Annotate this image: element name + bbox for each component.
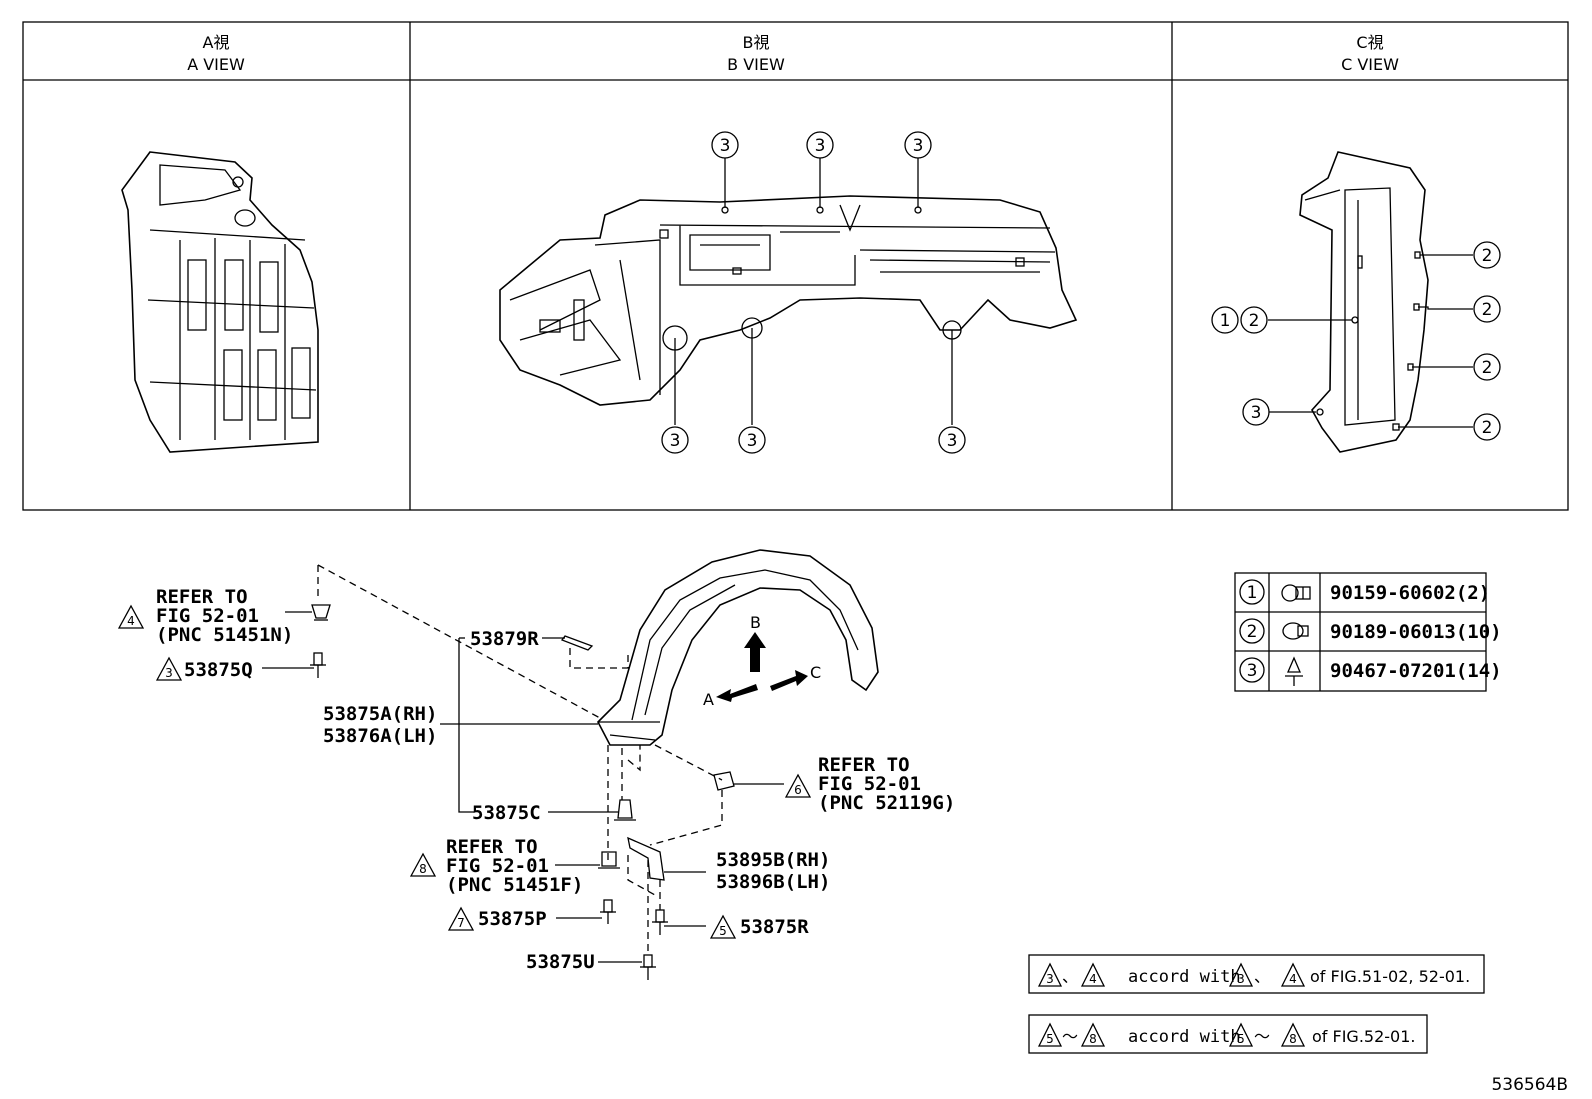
- bracket-icon: [560, 635, 594, 651]
- tri-number: 7: [457, 916, 465, 930]
- b-view-title-jp: B視: [743, 33, 770, 52]
- callout: 2: [1482, 418, 1493, 438]
- part-53875R: 53875R: [740, 916, 809, 938]
- part-53879R: 53879R: [470, 628, 539, 650]
- note-sep: ～: [1062, 1027, 1078, 1046]
- note-sep: 、: [1062, 967, 1078, 986]
- refer-4-line2: FIG 52-01: [156, 605, 259, 627]
- screw-icon: [600, 899, 616, 924]
- tri-number: 8: [1289, 1032, 1297, 1046]
- a-view-title-en: A VIEW: [187, 55, 245, 74]
- callout: 1: [1220, 311, 1231, 331]
- nut-icon: [713, 771, 735, 791]
- callout: 3: [815, 136, 826, 156]
- screw-icon: [310, 652, 326, 678]
- part-53875P: 53875P: [478, 908, 547, 930]
- arrow-a-label: A: [703, 690, 714, 709]
- clip-icon: [598, 851, 620, 869]
- callout: 2: [1482, 358, 1493, 378]
- a-view-title-jp: A視: [203, 33, 230, 52]
- note-sep: ～: [1254, 1027, 1270, 1046]
- note-tail: of FIG.52-01.: [1312, 1027, 1416, 1046]
- callout: 3: [913, 136, 924, 156]
- note-text: accord with: [1128, 1027, 1241, 1047]
- leader-lines: [262, 611, 784, 963]
- callout: 3: [747, 431, 758, 451]
- arrow-c-label: C: [810, 663, 821, 682]
- callout: 3: [1251, 403, 1262, 423]
- note-text: accord with: [1128, 967, 1241, 987]
- part-53895B: 53895B(RH): [716, 849, 830, 871]
- screw-icon: [652, 909, 668, 935]
- table-part-no: 90159-60602(2): [1330, 582, 1490, 604]
- part-53875U: 53875U: [526, 951, 595, 973]
- tri-number: 4: [127, 614, 135, 628]
- refer-6-line3: (PNC 52119G): [818, 792, 955, 814]
- callout: 3: [947, 431, 958, 451]
- c-view-callouts: 2 2 1 2 2 3 2: [1211, 241, 1501, 441]
- b-view-part-drawing: [499, 195, 1078, 406]
- view-frames: [22, 21, 1569, 511]
- refer-8-line3: (PNC 51451F): [446, 874, 583, 896]
- tri-number: 4: [1289, 972, 1297, 986]
- b-view-title-en: B VIEW: [727, 55, 785, 74]
- refer-4-line1: REFER TO: [156, 586, 248, 608]
- tri-number: 4: [1089, 972, 1097, 986]
- reference-triangles: 4 3 6 8 7 5: [117, 604, 812, 939]
- tri-number: 8: [419, 862, 427, 876]
- refer-6-line1: REFER TO: [818, 754, 910, 776]
- figure-id: 536564B: [1491, 1075, 1568, 1095]
- part-53875A: 53875A(RH): [323, 703, 437, 725]
- tri-number: 3: [1237, 972, 1245, 986]
- a-view-part-drawing: [121, 151, 319, 453]
- callout: 2: [1482, 300, 1493, 320]
- callout: 3: [670, 431, 681, 451]
- tri-number: 3: [165, 666, 173, 680]
- bolt-icon: [1281, 584, 1311, 602]
- refer-6-line2: FIG 52-01: [818, 773, 921, 795]
- callout: 2: [1482, 246, 1493, 266]
- table-part-no: 90189-06013(10): [1330, 621, 1502, 643]
- clip-icon: [311, 604, 331, 621]
- c-view-title-en: C VIEW: [1341, 55, 1399, 74]
- note-tail: of FIG.51-02, 52-01.: [1310, 967, 1470, 986]
- screw-icon: [640, 954, 656, 980]
- table-ref: 2: [1247, 622, 1258, 642]
- tri-number: 6: [794, 783, 802, 797]
- clip-icon: [614, 799, 636, 821]
- direction-arrows: B C A: [703, 613, 821, 709]
- tri-number: 5: [719, 924, 727, 938]
- refer-4-line3: (PNC 51451N): [156, 624, 293, 646]
- fastener-symbols: [310, 604, 735, 980]
- note-1: 3 、 4 accord with 3 、 4 of FIG.51-02, 52…: [1028, 954, 1485, 994]
- tri-number: 5: [1237, 1032, 1245, 1046]
- refer-8-line2: FIG 52-01: [446, 855, 549, 877]
- callout: 2: [1249, 311, 1260, 331]
- c-view-part-drawing: [1299, 151, 1429, 453]
- b-view-callouts: 3 3 3 3 3 3: [661, 131, 966, 454]
- callout: 3: [720, 136, 731, 156]
- tri-number: 5: [1046, 1032, 1054, 1046]
- c-view-title-jp: C視: [1356, 33, 1383, 52]
- fastener-table: 1 2 3 90159-60602(2) 90189-06013(10) 904…: [1234, 572, 1502, 692]
- part-53875C: 53875C: [472, 802, 541, 824]
- note-2: 5 ～ 8 accord with 5 ～ 8 of FIG.52-01.: [1028, 1014, 1428, 1054]
- bracket-icon: [627, 836, 665, 881]
- table-ref: 1: [1247, 583, 1258, 603]
- nut-icon: [1282, 622, 1309, 640]
- part-labels: REFER TO FIG 52-01 (PNC 51451N) 53875Q 5…: [156, 586, 955, 973]
- tri-number: 3: [1046, 972, 1054, 986]
- note-sep: 、: [1254, 967, 1270, 986]
- table-ref: 3: [1247, 661, 1258, 681]
- arrow-b-label: B: [750, 613, 761, 632]
- tri-number: 8: [1089, 1032, 1097, 1046]
- fender-liner-drawing: [597, 549, 879, 746]
- refer-8-line1: REFER TO: [446, 836, 538, 858]
- clip-icon: [1285, 656, 1303, 686]
- part-53875Q: 53875Q: [184, 659, 253, 681]
- part-53896B: 53896B(LH): [716, 871, 830, 893]
- table-part-no: 90467-07201(14): [1330, 660, 1502, 682]
- part-53876A: 53876A(LH): [323, 725, 437, 747]
